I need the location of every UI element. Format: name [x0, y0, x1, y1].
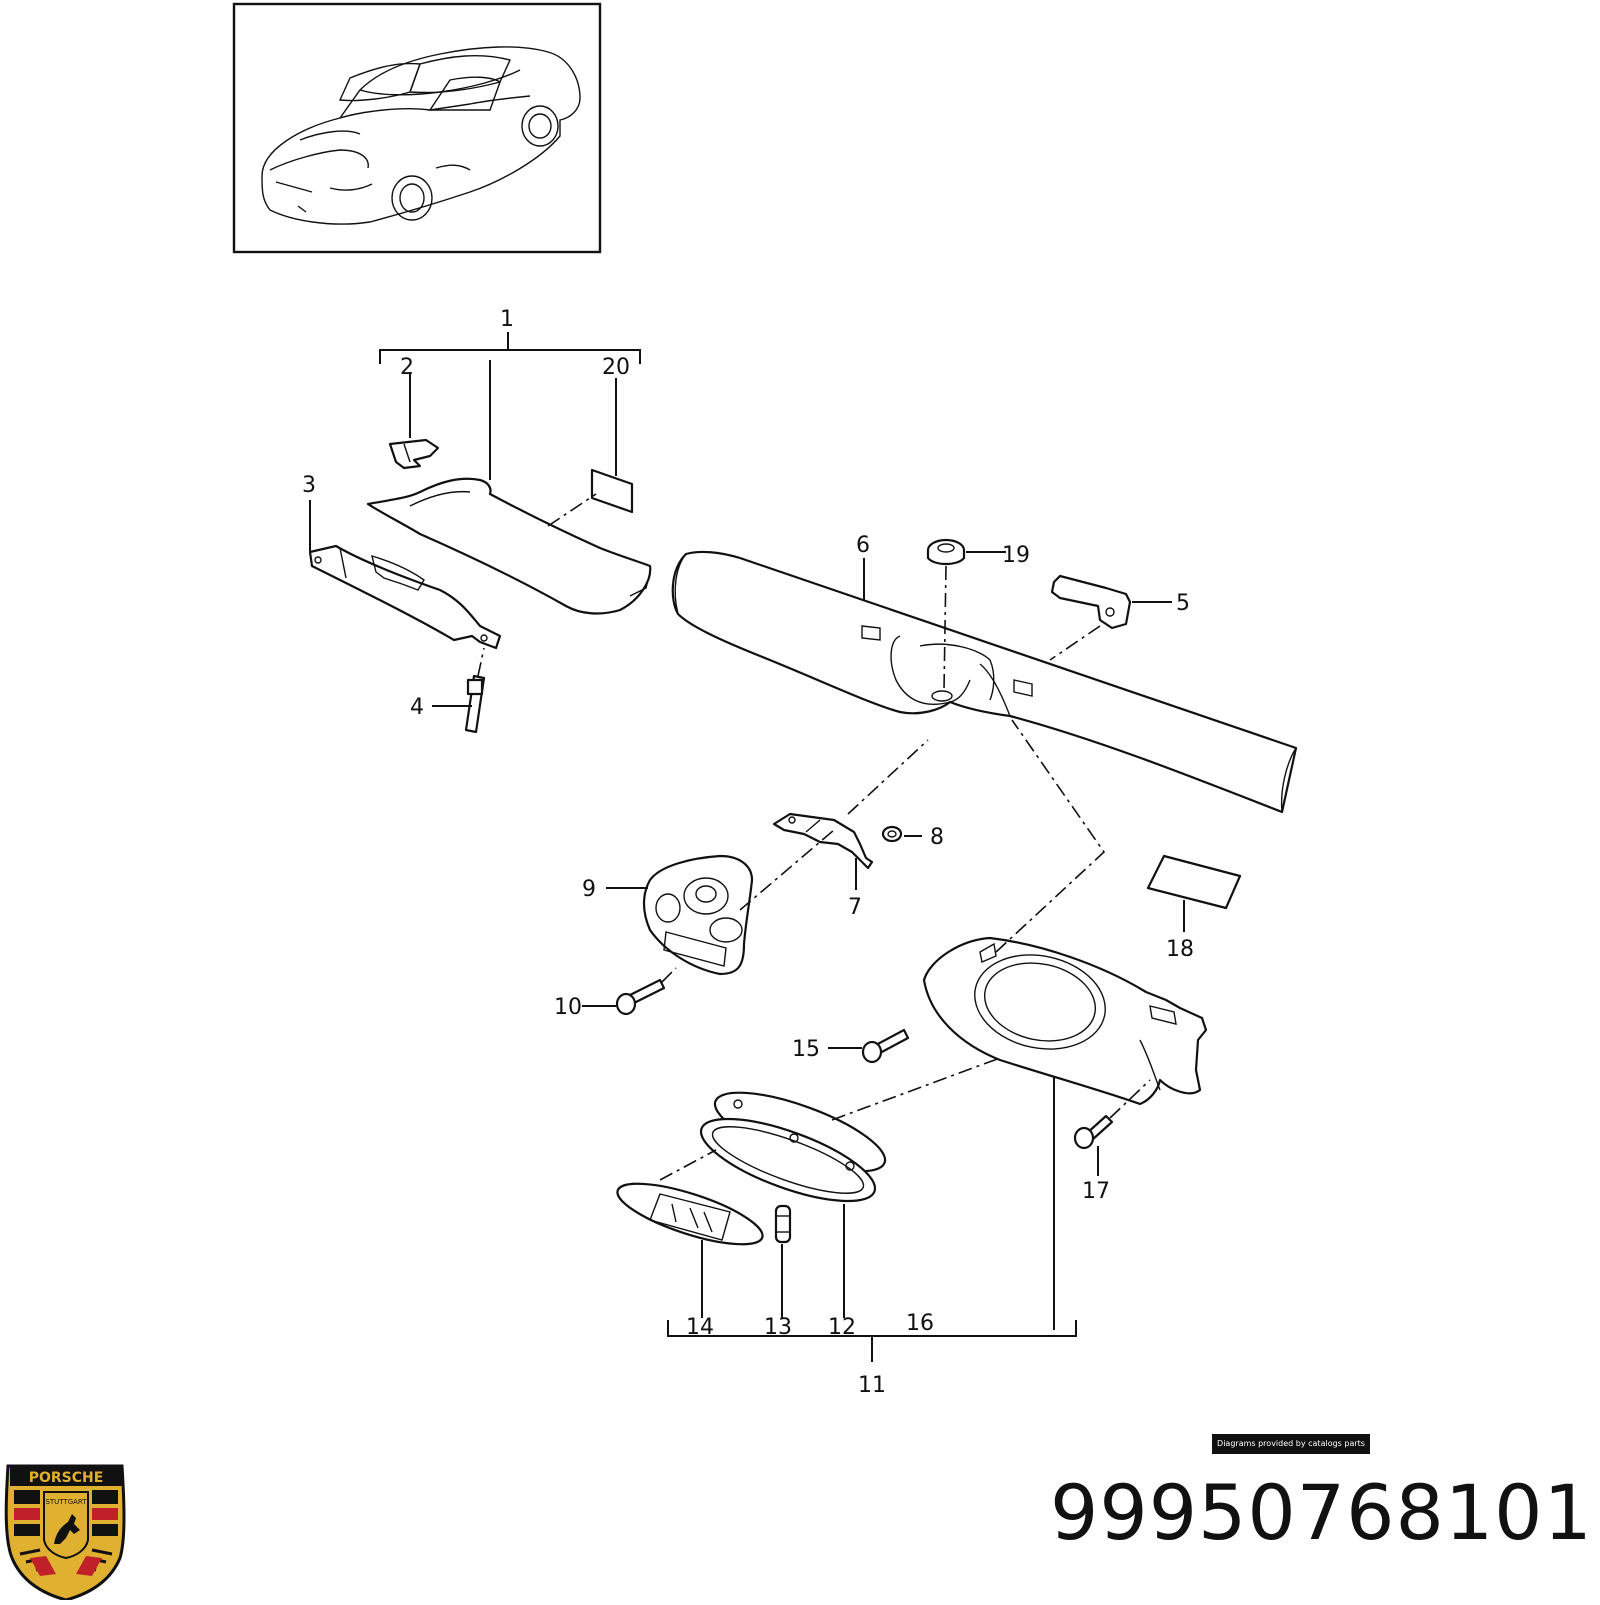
bracket-group-11	[667, 1320, 1077, 1362]
part-1-trim-panel	[366, 477, 652, 615]
part-6-trim-rail	[671, 550, 1298, 814]
part-20-pad	[590, 378, 634, 514]
callout-3: 3	[302, 473, 316, 498]
part-8-nut	[881, 825, 922, 843]
part-number: 99950768101	[1050, 1468, 1593, 1557]
callout-16: 16	[906, 1311, 934, 1336]
callout-7: 7	[848, 895, 862, 920]
part-2-clip	[388, 372, 440, 470]
callout-19: 19	[1002, 543, 1030, 568]
part-10-screw	[582, 967, 677, 1016]
callout-9: 9	[582, 877, 596, 902]
svg-text:STUTTGART: STUTTGART	[45, 1498, 87, 1506]
part-18-pad	[1146, 854, 1242, 932]
callout-6: 6	[856, 533, 870, 558]
callout-8: 8	[930, 825, 944, 850]
callout-14: 14	[686, 1315, 714, 1340]
callout-12: 12	[828, 1315, 856, 1340]
callout-labels: 1 2 3 4 5 6 7 8 9 10 11 12 13 14 15 16 1…	[302, 307, 1194, 1398]
callout-20: 20	[602, 355, 630, 380]
part-3-bracket	[308, 500, 502, 650]
part-9-switch-panel	[606, 829, 835, 976]
bracket-group-1	[379, 332, 641, 480]
part-14-lens	[616, 1182, 764, 1318]
part-19-grommet	[926, 538, 1006, 691]
svg-text:PORSCHE: PORSCHE	[29, 1470, 104, 1486]
callout-15: 15	[792, 1037, 820, 1062]
callout-11: 11	[858, 1373, 886, 1398]
part-13-bulb	[774, 1204, 792, 1318]
callout-4: 4	[410, 695, 424, 720]
part-12-lamp-housing	[659, 1057, 1001, 1318]
part-7-bracket	[772, 739, 929, 890]
part-4-pin	[432, 647, 486, 734]
part-16-housing	[922, 719, 1208, 1330]
part-15-screw	[828, 1028, 910, 1064]
car-overview-inset	[232, 2, 602, 254]
callout-17: 17	[1082, 1179, 1110, 1204]
callout-1: 1	[500, 307, 514, 332]
part-5-latch	[1049, 574, 1172, 661]
callout-13: 13	[764, 1315, 792, 1340]
callout-5: 5	[1176, 591, 1190, 616]
callout-2: 2	[400, 355, 414, 380]
porsche-crest-logo: PORSCHE STUTTGART	[4, 1464, 126, 1602]
callout-18: 18	[1166, 937, 1194, 962]
diagram-credit: Diagrams provided by catalogs parts	[1212, 1434, 1370, 1454]
callout-10: 10	[554, 995, 582, 1020]
part-17-screw	[1073, 1079, 1151, 1176]
